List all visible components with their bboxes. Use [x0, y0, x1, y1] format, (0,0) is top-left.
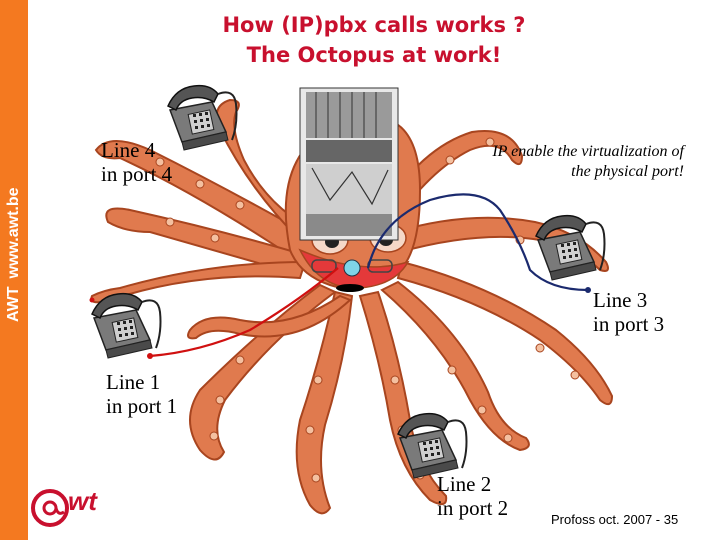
- line-1-line: Line 1: [106, 370, 161, 394]
- phone-icon-line-3: [535, 214, 606, 281]
- line-2-port: in port 2: [437, 496, 509, 520]
- line-3-line: Line 3: [593, 288, 648, 312]
- phone-icon-line-1: [91, 292, 162, 359]
- line-4-label: Line 4 in port 4: [101, 138, 172, 186]
- line-2-line: Line 2: [437, 472, 492, 496]
- note-line-2: the physical port!: [571, 163, 684, 180]
- sidebar-band: AWTwww.awt.be: [0, 0, 28, 540]
- line-3-port: in port 3: [593, 312, 665, 336]
- title-line-2: The Octopus at work!: [246, 43, 502, 67]
- line-4-port: in port 4: [101, 162, 173, 186]
- title-line-1: How (IP)pbx calls works ?: [222, 13, 526, 37]
- switchboard-image: [299, 87, 399, 241]
- awt-logo-icon: [31, 489, 69, 527]
- virtualization-note: IP enable the virtualization of the phys…: [492, 142, 684, 182]
- line-4-line: Line 4: [101, 138, 156, 162]
- note-line-1: IP enable the virtualization of: [492, 143, 684, 160]
- footer-text: Profoss oct. 2007 - 35: [551, 512, 679, 527]
- slide-title: How (IP)pbx calls works ? The Octopus at…: [28, 10, 720, 70]
- ip-connector: [311, 259, 393, 292]
- line-2-label: Line 2 in port 2: [437, 472, 508, 520]
- wire-blue: [366, 193, 589, 292]
- line-1-label: Line 1 in port 1: [106, 370, 177, 418]
- awt-logo-text: wt: [68, 486, 97, 516]
- line-3-label: Line 3 in port 3: [593, 288, 664, 336]
- line-1-port: in port 1: [106, 394, 178, 418]
- wire-red: [149, 267, 339, 358]
